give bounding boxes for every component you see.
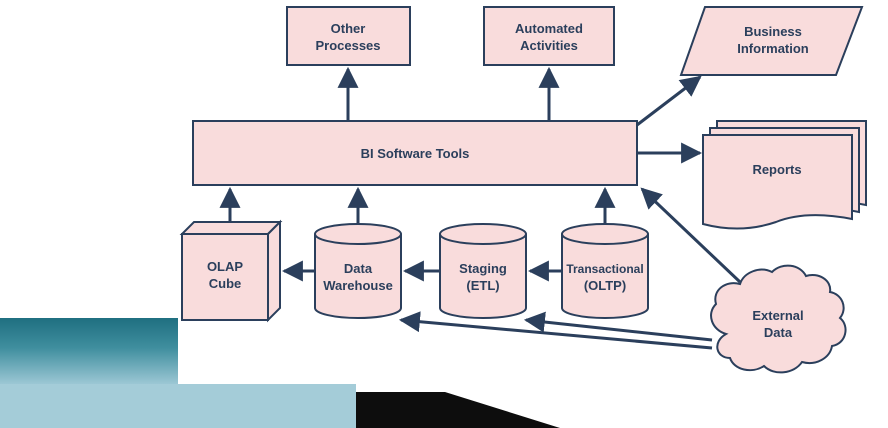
business-information-node: Business Information <box>679 6 864 76</box>
reports-label: Reports <box>752 162 801 177</box>
staging-label-line1: Staging <box>459 261 507 276</box>
external-data-label-line2: Data <box>764 325 793 340</box>
arrow-external-to-bi <box>640 187 742 284</box>
external-data-label-line1: External <box>752 308 803 323</box>
olap-cube-label-line1: OLAP <box>207 259 243 274</box>
staging-label-line2: (ETL) <box>466 278 499 293</box>
automated-activities-label-line1: Automated <box>515 21 583 36</box>
olap-cube-label-line2: Cube <box>209 276 242 291</box>
data-warehouse-node: Data Warehouse <box>314 223 402 319</box>
automated-activities-label-line2: Activities <box>520 38 578 53</box>
arrow-external-to-staging <box>523 311 713 342</box>
staging-node: Staging (ETL) <box>439 223 527 319</box>
data-warehouse-label-line1: Data <box>344 261 373 276</box>
external-data-node: External Data <box>710 264 847 374</box>
data-warehouse-label-line2: Warehouse <box>323 278 393 293</box>
automated-activities-node: Automated Activities <box>483 6 615 66</box>
business-information-label-line1: Business <box>744 24 802 39</box>
bi-software-tools-label: BI Software Tools <box>361 146 470 161</box>
arrow-bi-to-business-information <box>636 75 702 127</box>
transactional-label-line2: (OLTP) <box>584 278 626 293</box>
decorative-light-band <box>0 384 356 428</box>
arrows <box>219 66 742 350</box>
decorative-wedge <box>356 392 560 428</box>
other-processes-label-line2: Processes <box>315 38 380 53</box>
decorative-teal-band <box>0 318 178 384</box>
transactional-node: Transactional (OLTP) <box>561 223 649 319</box>
arrow-external-to-warehouse <box>398 311 713 350</box>
business-information-label-line2: Information <box>737 41 809 56</box>
transactional-label-line1: Transactional <box>566 262 643 276</box>
other-processes-label-line1: Other <box>331 21 366 36</box>
olap-cube-node: OLAP Cube <box>179 219 283 323</box>
reports-node: Reports <box>702 120 867 230</box>
bi-software-tools-node: BI Software Tools <box>192 120 638 186</box>
other-processes-node: Other Processes <box>286 6 411 66</box>
